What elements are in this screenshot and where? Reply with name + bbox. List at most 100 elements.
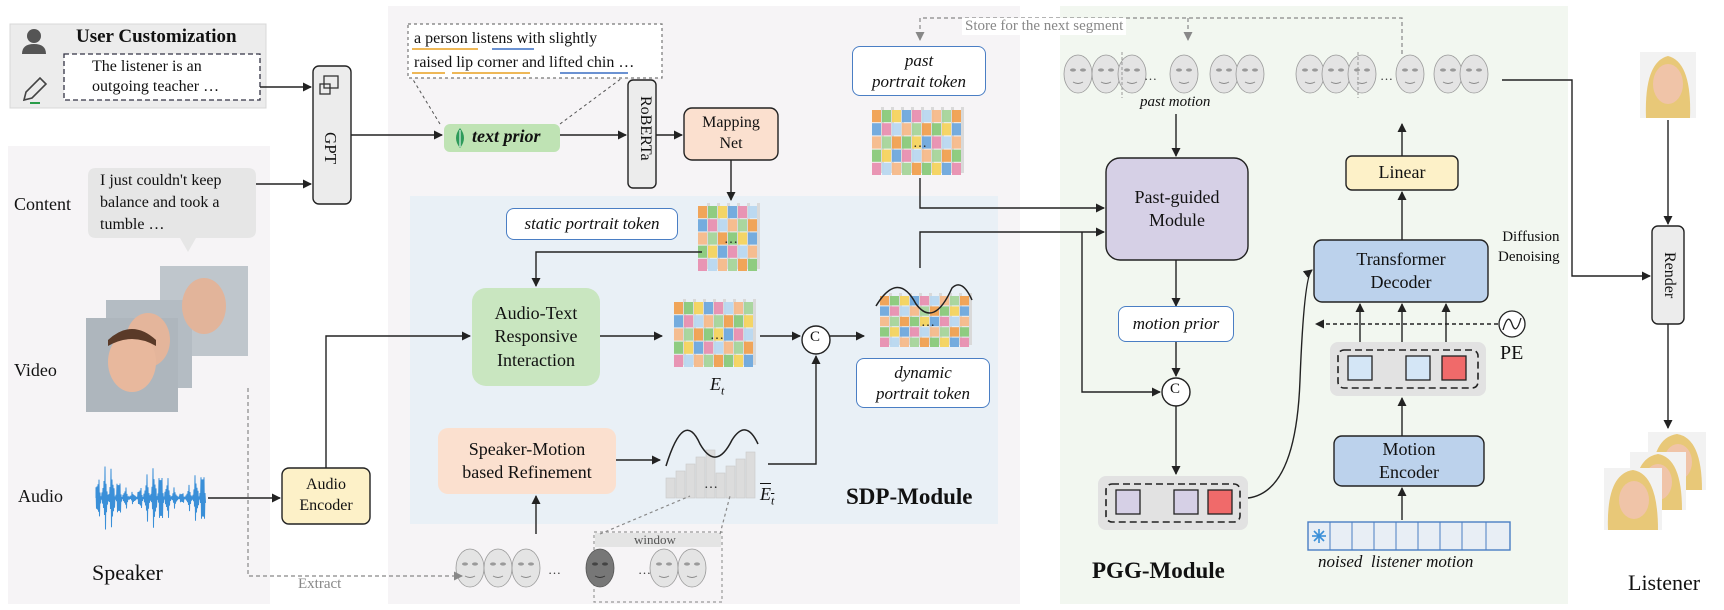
mapping-net-label: Mapping Net	[684, 108, 778, 160]
past-guided-module-box	[1105, 157, 1249, 261]
dynamic-token-label: dynamic portrait token	[856, 358, 990, 408]
listener-photos	[1604, 52, 1706, 530]
smr-line1: Speaker-Motion	[468, 438, 586, 459]
motion-encoder-label: Motion Encoder	[1334, 436, 1484, 486]
dynamic-token-line2: portrait token	[876, 384, 970, 403]
concat-label-sdp: C	[810, 329, 821, 345]
window-label: window	[634, 532, 676, 547]
motion-encoder-line1: Motion	[1382, 438, 1436, 459]
pgm-line2: Module	[1149, 210, 1205, 230]
pgg-module-title: PGG-Module	[1092, 558, 1225, 583]
smr-line2: based Refinement	[462, 462, 592, 482]
smr-box	[438, 428, 616, 494]
gpt-label: GPT	[321, 132, 340, 165]
pe-label: PE	[1500, 342, 1524, 364]
extract-label: Extract	[298, 576, 342, 592]
roberta-box	[627, 79, 657, 189]
svg-text:…: …	[704, 477, 718, 492]
pgm-label: Past-guided Module	[1106, 158, 1248, 260]
gpt-icon	[319, 75, 339, 95]
speaker-label: Speaker	[92, 560, 163, 585]
content-label: Content	[14, 194, 71, 214]
svg-text:…: …	[1144, 68, 1157, 83]
past-motion-label: past motion	[1140, 94, 1211, 110]
pgm-line1: Past-guided	[1134, 186, 1220, 207]
leaf-icon	[456, 128, 464, 148]
diffusion-line2: Denoising	[1498, 248, 1560, 265]
content-bubble-line2: balance and took a	[100, 194, 220, 211]
roberta-label: RoBERTa	[637, 96, 654, 161]
audio-encoder-line2: Encoder	[299, 497, 353, 514]
arrows	[208, 79, 1673, 534]
svg-text:…: …	[638, 562, 651, 577]
motion-encoder-line2: Encoder	[1379, 462, 1439, 482]
ati-line3: Interaction	[497, 349, 575, 370]
mapping-net-line1: Mapping	[702, 114, 760, 132]
dynamic-token-stack: …	[875, 284, 973, 347]
etbar-label: Et	[760, 484, 774, 509]
et-token-stack: …	[674, 299, 756, 367]
audio-waveform	[95, 466, 206, 530]
et-label: Et	[710, 374, 724, 399]
audio-label: Audio	[18, 486, 63, 506]
speaker-motion-meshes: ……	[455, 548, 707, 588]
transformer-line2: Decoder	[1370, 272, 1432, 292]
past-motion-meshes: …	[1063, 52, 1265, 98]
svg-text:…: …	[1380, 68, 1393, 83]
past-token-stack: …	[872, 107, 964, 175]
etbar-subscript: t	[771, 493, 775, 508]
content-bubble-line3: tumble …	[100, 216, 165, 233]
svg-text:…: …	[913, 136, 927, 151]
ati-box	[472, 288, 600, 386]
diffusion-label: Diffusion Denoising	[1498, 228, 1560, 267]
ati-label: Audio-Text Responsive Interaction	[472, 288, 600, 386]
noised-motion-strip	[1307, 521, 1511, 551]
mapping-net-line2: Net	[719, 135, 743, 152]
diffusion-line1: Diffusion	[1502, 229, 1560, 245]
audio-encoder-line1: Audio	[306, 476, 346, 494]
listener-label: Listener	[1628, 570, 1701, 595]
svg-text:…: …	[548, 562, 561, 577]
user-custom-title: User Customization	[76, 26, 237, 47]
concat-label-pgg: C	[1170, 381, 1181, 397]
caption-line-2: raised lip corner and lifted chin …	[414, 54, 635, 71]
video-label: Video	[14, 360, 57, 380]
motion-prior-label: motion prior	[1118, 306, 1234, 342]
caption-line-1: a person listens with slightly	[414, 30, 598, 47]
ati-line2: Responsive	[494, 326, 578, 347]
snowflake-icon	[1312, 529, 1326, 543]
audio-encoder-label: Audio Encoder	[282, 468, 370, 524]
ati-line1: Audio-Text	[494, 302, 578, 323]
dynamic-token-line1: dynamic	[894, 362, 952, 382]
user-icon	[22, 29, 46, 54]
content-bubble	[88, 168, 256, 252]
transformer-label: Transformer Decoder	[1314, 240, 1488, 302]
pencil-icon	[22, 76, 48, 104]
content-bubble-line1: I just couldn't keep	[100, 172, 222, 189]
linear-label: Linear	[1378, 162, 1426, 183]
prompt-box	[63, 53, 261, 101]
etbar-letter: E	[760, 484, 771, 504]
store-next-label: Store for the next segment	[962, 18, 1127, 35]
static-token-stack: …	[698, 203, 760, 271]
render-label: Render	[1661, 252, 1678, 299]
past-token-label: past portrait token	[852, 46, 986, 96]
prompt-line-1: The listener is an	[92, 58, 202, 75]
prompt-line-2: outgoing teacher …	[92, 78, 220, 95]
output-motion-meshes: …	[1295, 52, 1489, 98]
sdp-module-title: SDP-Module	[846, 484, 973, 509]
motion-encoder-box	[1333, 435, 1485, 487]
concat-circle-sdp	[801, 325, 831, 355]
past-token-line1: past	[904, 50, 934, 70]
etbar-stack: …	[665, 429, 759, 499]
svg-text:…: …	[921, 315, 935, 330]
past-token-line2: portrait token	[872, 72, 966, 91]
text-prior-label: text prior	[472, 126, 541, 146]
video-frames	[86, 266, 248, 412]
svg-text:…: …	[710, 328, 724, 343]
et-subscript: t	[721, 383, 725, 398]
noised-label: noised listener motion	[1318, 552, 1474, 571]
text-prior-pill	[444, 124, 560, 152]
